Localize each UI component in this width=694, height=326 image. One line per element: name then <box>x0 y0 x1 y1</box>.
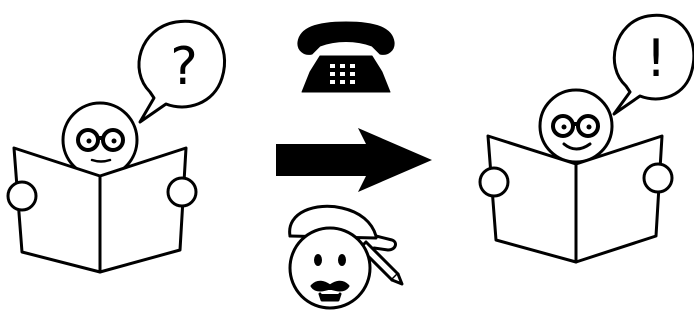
left-reader: ? <box>8 21 225 272</box>
right-reader-hand-right <box>644 164 672 192</box>
right-thought-bubble: ! <box>614 15 694 114</box>
right-reader-head <box>540 90 612 162</box>
left-bubble-symbol: ? <box>170 37 198 97</box>
technician-icon <box>290 206 402 308</box>
right-reader-hand-left <box>480 168 508 196</box>
left-thought-bubble: ? <box>139 21 225 122</box>
left-reader-head <box>63 103 137 177</box>
telephone-icon <box>298 22 394 92</box>
left-reader-hand-right <box>168 178 196 206</box>
left-reader-hand-left <box>8 182 36 210</box>
right-bubble-symbol: ! <box>646 29 667 89</box>
right-reader: ! <box>480 15 694 262</box>
right-arrow-icon <box>276 128 432 192</box>
